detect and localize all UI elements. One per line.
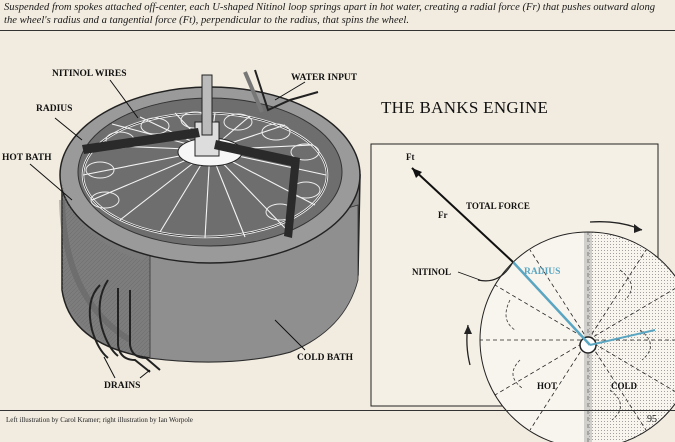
leader-nitinol-wires [109, 79, 139, 119]
nitinol-wire [477, 261, 514, 282]
diagram-title: THE BANKS ENGINE [381, 98, 549, 117]
leader-drains-left [103, 356, 116, 379]
label-cold-bath: COLD BATH [297, 353, 354, 363]
water-input-pipe [254, 69, 319, 112]
illustration-credit: Left illustration by Carol Kramer; right… [6, 416, 193, 424]
axle [201, 74, 213, 136]
wheel-hub [579, 336, 597, 354]
label-nitinol-wires: NITINOL WIRES [52, 69, 127, 79]
engine-illustration [59, 69, 361, 373]
label-total-force: TOTAL FORCE [466, 201, 530, 211]
wheel-outline [479, 231, 675, 442]
drain-pipes [88, 279, 161, 373]
leader-hot-bath [29, 163, 73, 201]
diagram-loops [505, 269, 651, 421]
fr-arrow [429, 184, 514, 263]
label-ft: Ft [406, 152, 415, 162]
left-labels: NITINOL WIRES WATER INPUT RADIUS HOT BAT… [2, 69, 358, 391]
label-radius: RADIUS [36, 104, 72, 114]
caption: Suspended from spokes attached off-cente… [4, 2, 656, 26]
label-drains: DRAINS [104, 381, 140, 391]
top-rule [0, 30, 675, 31]
label-fr: Fr [438, 210, 448, 220]
force-diagram: Ft Fr TOTAL FORCE NITINOL RADIUS HOT COL… [370, 143, 675, 442]
label-nitinol: NITINOL [412, 267, 451, 277]
page-number: 95 [647, 414, 657, 425]
label-cold: COLD [611, 381, 638, 391]
leader-water-input [274, 81, 306, 101]
label-radius-right: RADIUS [524, 267, 560, 277]
ft-arrow [411, 167, 431, 186]
label-hot: HOT [537, 381, 557, 391]
radius-arm-left [82, 128, 200, 154]
hot-bath-region [62, 180, 150, 358]
leader-drains-right [139, 369, 151, 379]
leader-nitinol [457, 271, 481, 281]
leader-radius [54, 117, 83, 141]
bottom-rule [0, 410, 675, 411]
label-hot-bath: HOT BATH [2, 153, 52, 163]
radius-arm-right [214, 140, 300, 238]
radius-line [512, 261, 591, 346]
label-water-input: WATER INPUT [291, 73, 358, 83]
leader-cold-bath [274, 319, 306, 351]
